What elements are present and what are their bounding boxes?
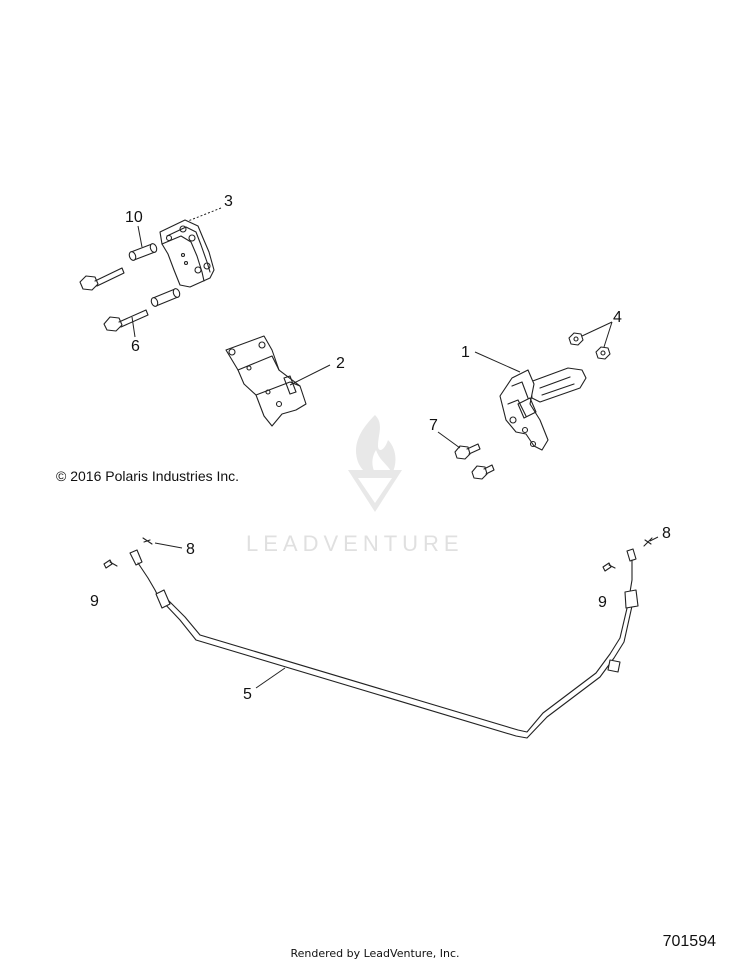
brake-cable-part-5 <box>129 548 639 739</box>
callout-6: 6 <box>131 338 140 355</box>
rendered-by-footer: Rendered by LeadVenture, Inc. <box>290 947 460 960</box>
callout-8-right: 8 <box>662 525 671 542</box>
callout-8-left: 8 <box>186 541 195 558</box>
callout-10: 10 <box>125 209 143 226</box>
callout-3: 3 <box>224 193 233 210</box>
callout-7: 7 <box>429 417 438 434</box>
pin-part-9 <box>103 559 616 572</box>
bolt-part-6 <box>79 267 149 332</box>
callout-1: 1 <box>461 344 470 361</box>
bolt-part-7 <box>454 443 495 480</box>
leadventure-watermark-logo <box>348 415 402 512</box>
watermark-text: LEADVENTURE <box>246 531 464 556</box>
callout-5: 5 <box>243 686 252 703</box>
handbrake-lever-part-1 <box>499 367 587 451</box>
nut-part-4 <box>568 332 611 360</box>
bracket-part-2 <box>225 335 307 427</box>
leader-lines <box>131 207 659 689</box>
spacer-part-10 <box>128 243 181 307</box>
callout-9-right: 9 <box>598 594 607 611</box>
callout-4: 4 <box>613 309 622 326</box>
copyright-notice: © 2016 Polaris Industries Inc. <box>56 468 240 484</box>
bracket-plate-part-3 <box>159 219 215 288</box>
callout-2: 2 <box>336 355 345 372</box>
diagram-part-number: 701594 <box>662 933 716 950</box>
clip-part-8 <box>142 537 653 547</box>
callout-9-left: 9 <box>90 593 99 610</box>
